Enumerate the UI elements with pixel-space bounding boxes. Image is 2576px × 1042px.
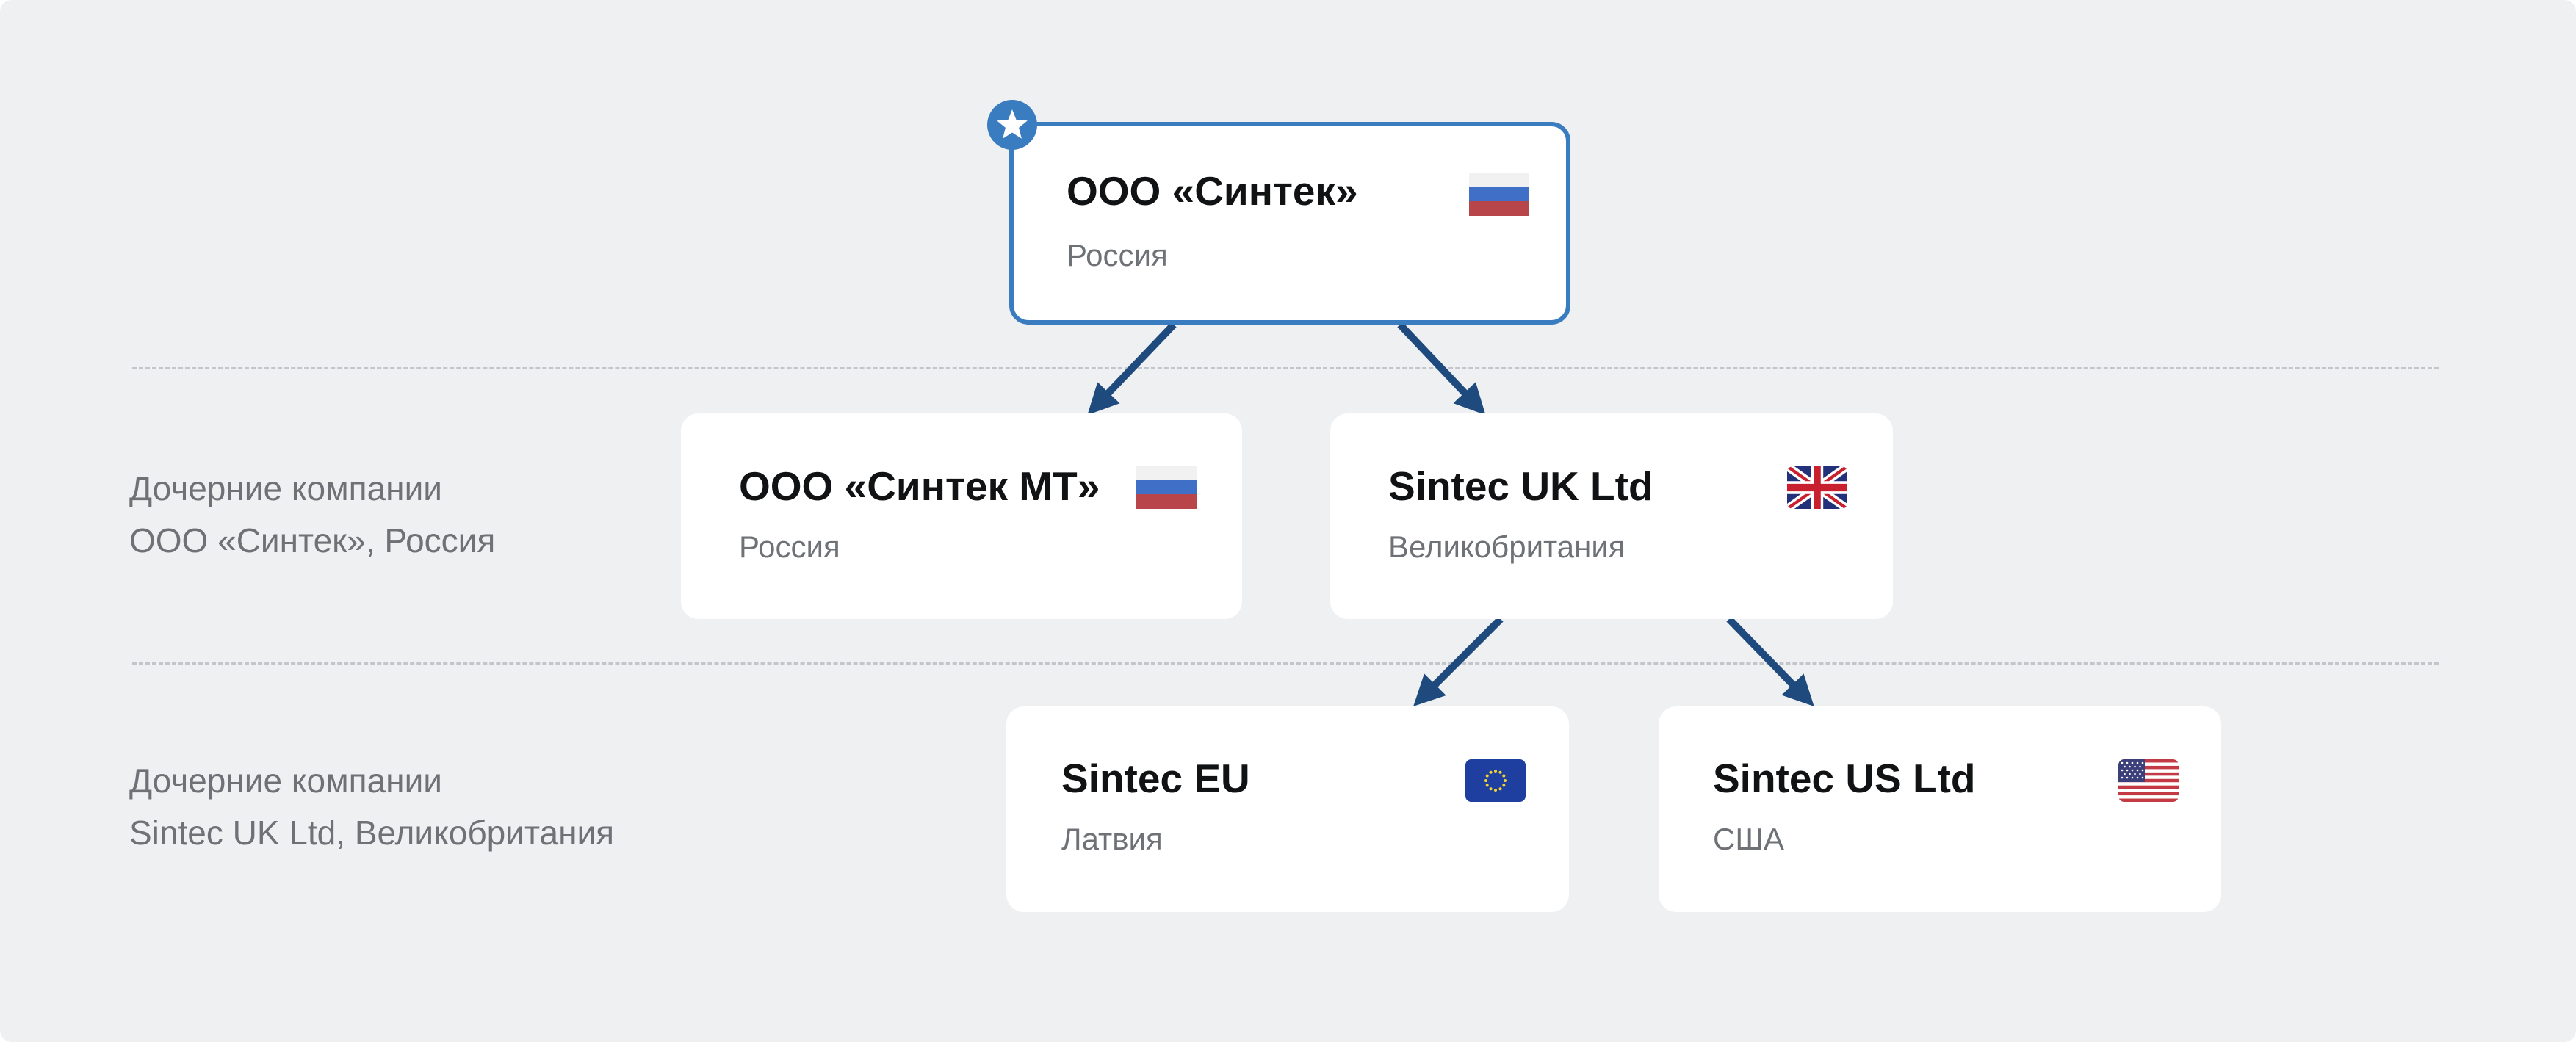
company-name: ООО «Синтек» — [1067, 168, 1358, 214]
company-country: США — [1713, 822, 1784, 856]
row-divider — [132, 367, 2439, 369]
arrow-root-to-sintec-uk — [1397, 322, 1486, 416]
arrow-root-to-sintek-mt — [1087, 322, 1177, 416]
company-card-root[interactable]: ООО «Синтек» Россия — [1009, 122, 1570, 325]
star-icon — [987, 100, 1037, 150]
company-name: ООО «Синтек МТ» — [739, 463, 1100, 509]
row-label-line: Sintec UK Ltd, Великобритания — [129, 814, 615, 852]
company-card-sintec-us[interactable]: Sintec US Ltd США — [1659, 706, 2221, 912]
company-country: Россия — [1067, 238, 1168, 272]
arrow-sintec-uk-to-sintec-eu — [1413, 616, 1504, 706]
company-country: Великобритания — [1388, 529, 1626, 564]
company-country: Латвия — [1061, 822, 1163, 856]
eu-flag-icon — [1465, 759, 1526, 802]
uk-flag-icon — [1787, 466, 1847, 509]
russia-flag-icon — [1136, 466, 1197, 509]
company-card-sintec-eu[interactable]: Sintec EU Латвия — [1006, 706, 1569, 912]
company-name: Sintec US Ltd — [1713, 756, 1976, 801]
row-divider — [132, 662, 2439, 665]
company-card-sintek-mt[interactable]: ООО «Синтек МТ» Россия — [681, 413, 1242, 619]
row-label-line: Дочерние компании — [129, 469, 442, 507]
company-country: Россия — [739, 529, 840, 564]
company-card-sintec-uk[interactable]: Sintec UK Ltd Великобритания — [1330, 413, 1893, 619]
row-label-tier-1: Дочерние компании ООО «Синтек», Россия — [129, 463, 495, 567]
row-label-line: ООО «Синтек», Россия — [129, 521, 496, 560]
row-label-line: Дочерние компании — [129, 761, 442, 800]
row-label-tier-2: Дочерние компании Sintec UK Ltd, Великоб… — [129, 755, 614, 859]
usa-flag-icon — [2118, 759, 2179, 802]
arrow-sintec-uk-to-sintec-us — [1726, 616, 1814, 707]
company-name: Sintec UK Ltd — [1388, 463, 1653, 509]
company-name: Sintec EU — [1061, 756, 1250, 801]
russia-flag-icon — [1469, 173, 1529, 216]
